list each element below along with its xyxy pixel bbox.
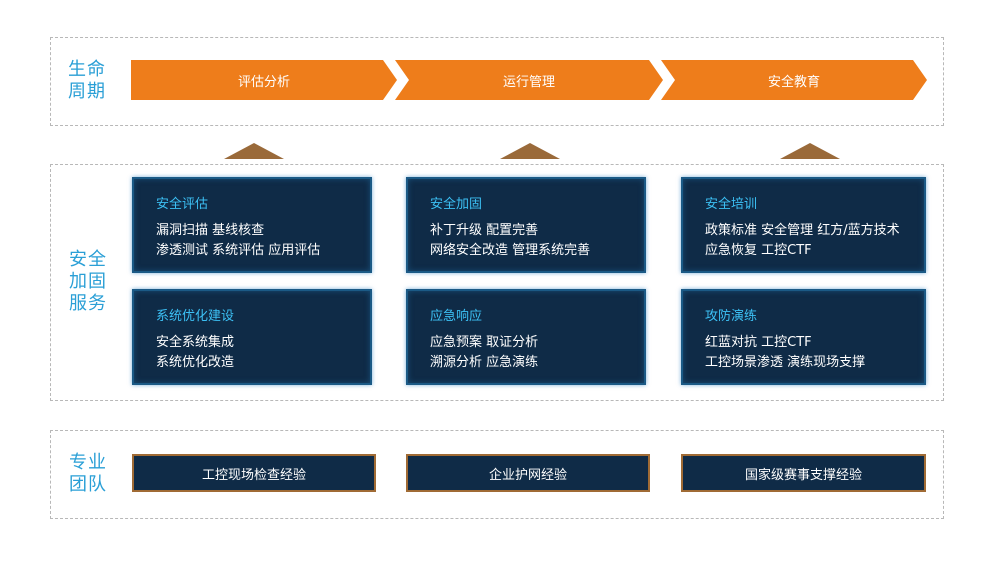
service-card-optimization: 系统优化建设 安全系统集成 系统优化改造 [132,289,372,385]
card-title: 应急响应 [430,309,483,324]
card-line: 应急预案 取证分析 [430,335,539,350]
services-label: 安全 加固 服务 [69,249,107,314]
stage-operations: 运行管理 [395,60,663,100]
card-line: 应急恢复 工控CTF [705,243,812,258]
stage-label: 安全教育 [767,74,820,90]
team-item-label: 国家级赛事支撑经验 [744,467,862,483]
stage-education: 安全教育 [661,60,927,100]
stage-label: 运行管理 [502,74,555,90]
team-item-enterprise-defense: 企业护网经验 [406,454,650,492]
card-line: 漏洞扫描 基线核查 [156,223,265,238]
up-arrow-icon [224,143,284,159]
lifecycle-band [50,37,944,126]
card-line: 网络安全改造 管理系统完善 [430,243,591,258]
card-line: 政策标准 安全管理 红方/蓝方技术 [705,223,900,238]
card-line: 渗透测试 系统评估 应用评估 [156,243,321,258]
up-arrow-icon [500,143,560,159]
stage-label: 评估分析 [237,74,290,90]
team-label: 专业 团队 [69,452,107,495]
service-card-drill: 攻防演练 红蓝对抗 工控CTF 工控场景渗透 演练现场支撑 [681,289,926,385]
card-line: 红蓝对抗 工控CTF [705,335,812,350]
card-title: 安全培训 [705,197,758,212]
team-item-label: 工控现场检查经验 [201,467,306,483]
lifecycle-label: 生命 周期 [68,59,106,102]
card-title: 安全评估 [156,197,209,212]
card-line: 溯源分析 应急演练 [430,355,539,370]
stage-assessment: 评估分析 [131,60,397,100]
card-line: 工控场景渗透 演练现场支撑 [705,355,866,370]
team-item-national-competition: 国家级赛事支撑经验 [681,454,926,492]
service-card-training: 安全培训 政策标准 安全管理 红方/蓝方技术 应急恢复 工控CTF [681,177,926,273]
card-title: 系统优化建设 [156,309,235,324]
card-line: 系统优化改造 [156,355,235,370]
up-arrow-icon [780,143,840,159]
team-band [50,430,944,519]
team-item-label: 企业护网经验 [488,467,567,483]
services-band [50,164,944,401]
service-card-emergency: 应急响应 应急预案 取证分析 溯源分析 应急演练 [406,289,646,385]
card-line: 安全系统集成 [156,335,235,350]
card-title: 攻防演练 [705,309,758,324]
card-title: 安全加固 [430,197,483,212]
service-card-hardening: 安全加固 补丁升级 配置完善 网络安全改造 管理系统完善 [406,177,646,273]
card-line: 补丁升级 配置完善 [430,223,539,238]
team-item-ics-inspection: 工控现场检查经验 [132,454,376,492]
service-card-assessment: 安全评估 漏洞扫描 基线核查 渗透测试 系统评估 应用评估 [132,177,372,273]
